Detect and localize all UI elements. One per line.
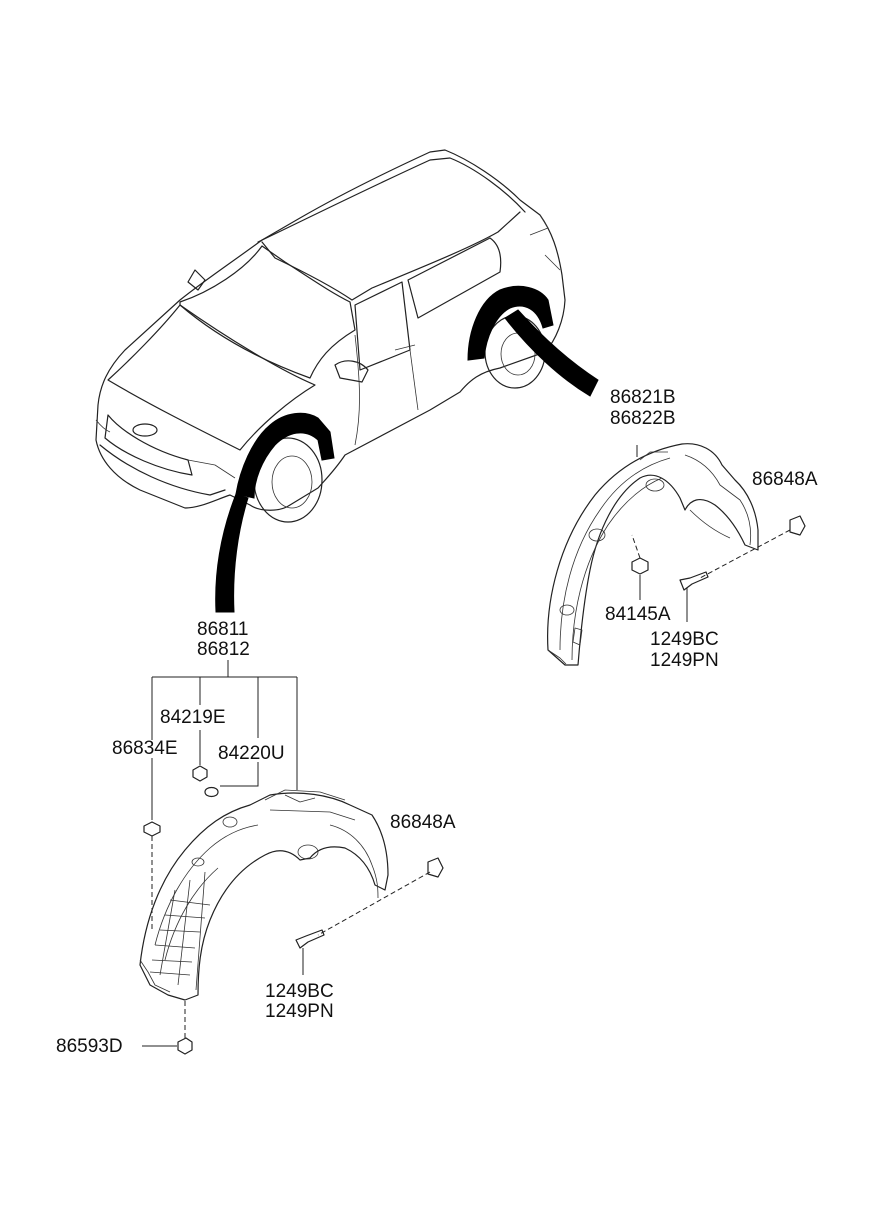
label-rear-screw-b: 1249PN: [650, 650, 719, 671]
label-front-retainer: 86834E: [112, 738, 178, 759]
label-front-nut-e: 84219E: [160, 707, 226, 728]
label-front-screw-b: 1249PN: [265, 1001, 334, 1022]
label-front-part-a: 86811: [197, 619, 249, 640]
front-arch-highlight: [235, 412, 335, 499]
label-rear-clip: 86848A: [752, 469, 818, 490]
label-front-screw-a: 1249BC: [265, 981, 334, 1002]
label-front-grommet: 84220U: [218, 743, 285, 764]
rear-wheel-guard: [547, 443, 759, 666]
label-rear-part-b: 86822B: [610, 408, 676, 429]
label-rear-nut: 84145A: [605, 604, 671, 625]
front-retainer-icon: [143, 821, 161, 837]
front-nut-icon: [192, 765, 208, 782]
front-wheel-guard: [139, 789, 389, 1001]
label-front-bolt: 86593D: [56, 1036, 123, 1057]
front-clip-icon: [427, 857, 444, 878]
front-pointer-ribbon: [215, 493, 249, 613]
label-rear-part-a: 86821B: [610, 387, 676, 408]
front-hardware: [142, 660, 444, 1055]
rear-nut-icon: [631, 557, 649, 575]
rear-hardware: [631, 445, 806, 622]
label-front-clip: 86848A: [390, 812, 456, 833]
rear-arch-highlight: [467, 285, 554, 361]
vehicle-illustration: [95, 149, 599, 613]
rear-pointer-ribbon: [504, 309, 599, 397]
rear-screw-icon: [679, 571, 709, 591]
label-front-part-b: 86812: [197, 639, 250, 660]
label-rear-screw-a: 1249BC: [650, 629, 719, 650]
front-bolt-icon: [177, 1037, 193, 1055]
front-screw-icon: [295, 929, 325, 949]
rear-clip-icon: [789, 515, 806, 536]
front-grommet-icon: [204, 786, 219, 798]
